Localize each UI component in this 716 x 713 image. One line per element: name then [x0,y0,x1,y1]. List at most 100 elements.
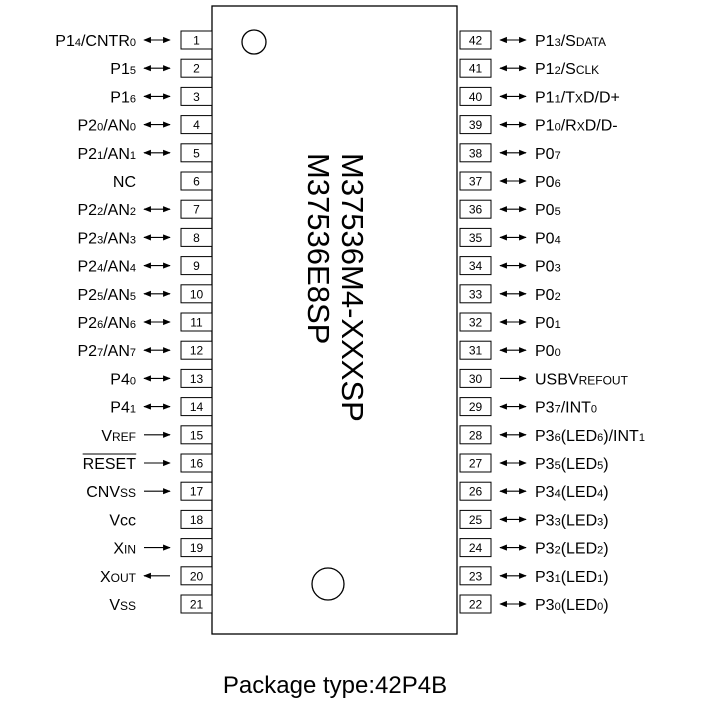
pin-number: 35 [469,231,483,245]
pin-number-box [459,227,492,247]
pin-16: 16 RESET [82,453,213,473]
pin-number: 6 [193,175,200,189]
pin-number: 3 [193,90,200,104]
pin-number: 13 [190,372,204,386]
pin-29: 29 P37/INT0 [459,397,597,417]
pin-number-box [180,594,213,614]
pin-13: 13 P40 [110,368,213,388]
pin-number: 41 [469,62,483,76]
bottom-index-mark [311,567,345,601]
pin-number-box [180,199,213,219]
pin-label: XIN [113,541,136,558]
part-number-primary: M37536M4-XXXSP [335,153,370,422]
pin-36: 36 P05 [459,199,561,219]
pin-label: P06 [535,174,561,191]
pin-label: RESET [83,456,137,473]
pin-label: P22/AN2 [78,202,137,219]
pin-label: P40 [110,371,136,388]
pin-label: P20/AN0 [78,118,137,135]
pin-number-box [180,30,213,50]
pin-15: 15 VREF [101,425,213,445]
pin-label: VREF [101,428,136,445]
pin-label: P25/AN5 [78,287,137,304]
pin-number-box [180,481,213,501]
pin-number: 8 [193,231,200,245]
pin1-index-mark [241,29,267,55]
pin-number: 37 [469,175,483,189]
pin-label: P26/AN6 [78,315,137,332]
pin-35: 35 P04 [459,227,561,247]
pin-3: 3 P16 [110,86,213,106]
pin-number: 9 [193,259,200,273]
pin-number-box [459,115,492,135]
pin-number: 28 [469,428,483,442]
pin-label: P11/TXD/D+ [535,89,620,106]
pin-number: 36 [469,203,483,217]
pin-number-box [180,509,213,529]
pin-number: 25 [469,513,483,527]
pin-label: P16 [110,89,136,106]
pin-number: 22 [469,598,483,612]
pin-number-box [180,368,213,388]
pin-number: 23 [469,569,483,583]
pin-number-box [459,368,492,388]
pin-number-box [180,256,213,276]
pin-33: 33 P02 [459,284,561,304]
pin-number-box [459,312,492,332]
pin-number: 2 [193,62,200,76]
pin-label: P05 [535,202,561,219]
pin-label: P04 [535,230,561,247]
pin-label: P02 [535,287,561,304]
pin-number-box [459,453,492,473]
pin-number-box [180,171,213,191]
pin-number: 19 [190,541,204,555]
pin-number: 32 [469,316,483,330]
part-number-secondary: M37536E8SP [301,153,336,344]
pin-label: P07 [535,146,561,163]
pin-number: 14 [190,400,204,414]
pin-label: P34(LED4) [535,484,609,501]
pin-label: P01 [535,315,561,332]
pin-number-box [180,340,213,360]
pin-34: 34 P03 [459,256,561,276]
pin-number: 31 [469,344,483,358]
pin-number: 29 [469,400,483,414]
pin-label: P03 [535,259,561,276]
pin-label: CNVSS [86,484,136,501]
pin-number-box [459,256,492,276]
pin-number-box [459,143,492,163]
pin-number-box [459,171,492,191]
pin-number-box [459,594,492,614]
pin-label: P37/INT0 [535,400,597,417]
pin-label: P10/RXD/D- [535,118,618,135]
pin-label: P14/CNTR0 [55,33,136,50]
pin-number: 42 [469,34,483,48]
left-pin-column: 1P14/CNTR02P153P164P20/AN05P21/AN16NC7P2… [55,30,213,614]
pin-number-box [459,58,492,78]
pin-label: NC [113,174,136,191]
pin-label: XOUT [100,569,137,586]
pin-42: 42 P13/SDATA [459,30,606,50]
pin-number: 20 [190,569,204,583]
pin-number-box [459,340,492,360]
pin-number-box [180,453,213,473]
pin-number: 21 [190,598,204,612]
pin-number: 34 [469,259,483,273]
pin-number-box [180,538,213,558]
pin-number: 33 [469,287,483,301]
pin-number: 7 [193,203,200,217]
pin-number: 15 [190,428,204,442]
pin-number-box [180,312,213,332]
pin-number-box [459,481,492,501]
pin-label: P13/SDATA [535,33,606,50]
pin-number: 16 [190,457,204,471]
pin-label: P27/AN7 [78,343,137,360]
